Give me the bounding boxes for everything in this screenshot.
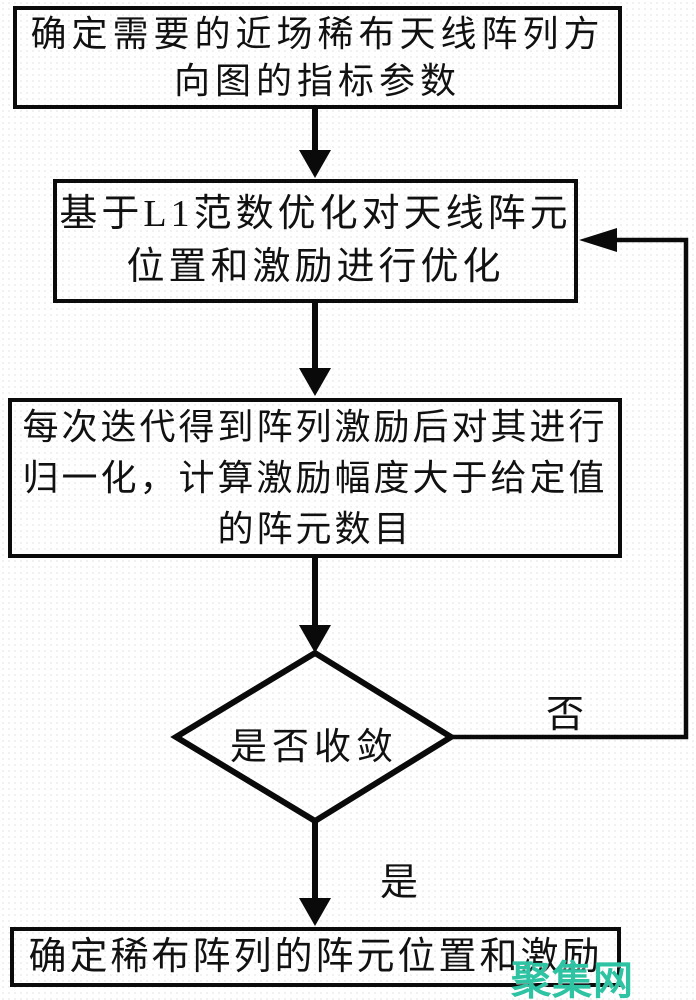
node-step2-line1: 基于L1范数优化对天线阵元 [59,193,572,235]
node-step2-line2: 位置和激励进行优化 [126,246,505,288]
node-step1: 确定需要的近场稀布天线阵列方 向图的指标参数 [13,6,622,109]
arrowhead-decision-step2 [579,228,617,252]
node-step1-line1: 确定需要的近场稀布天线阵列方 [30,13,605,54]
node-step2: 基于L1范数优化对天线阵元 位置和激励进行优化 [53,179,578,303]
node-step3: 每次迭代得到阵列激励后对其进行 归一化，计算激励幅度大于给定值 的阵元数目 [8,398,622,558]
arrowhead-step1-step2 [299,150,331,178]
loop-line-decision-step2 [451,237,689,740]
node-step1-line2: 向图的指标参数 [173,60,461,101]
edge-label-yes: 是 [380,862,419,904]
arrowhead-decision-step4 [299,898,331,926]
edge-label-no: 否 [546,694,585,736]
arrowhead-step3-decision [299,625,331,653]
node-step3-line1: 每次迭代得到阵列激励后对其进行 [22,406,608,447]
node-step4: 确定稀布阵列的阵元位置和激励 [10,927,621,987]
watermark-logo: 聚集网 [511,959,634,1000]
node-step3-line2: 归一化，计算激励幅度大于给定值 [22,457,608,498]
node-step3-line3: 的阵元数目 [217,508,413,549]
node-decision-label: 是否收敛 [230,727,398,768]
arrowhead-step2-step3 [299,368,331,396]
node-step4-line1: 确定稀布阵列的阵元位置和激励 [28,936,603,978]
